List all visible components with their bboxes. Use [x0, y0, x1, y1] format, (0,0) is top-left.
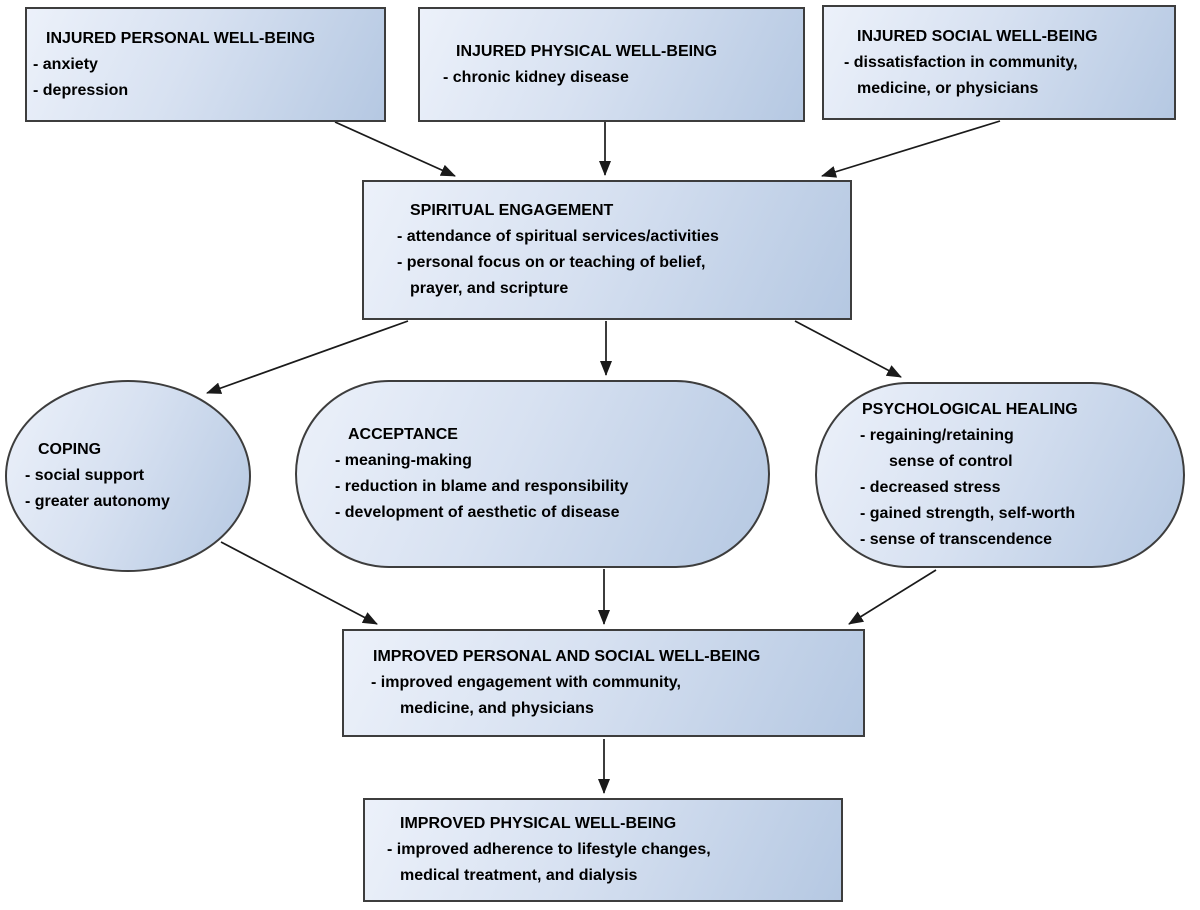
coping-bullet-2: - greater autonomy — [25, 493, 170, 510]
node-coping: COPING - social support - greater autonomy — [5, 380, 251, 572]
node-improved-physical-well-being: IMPROVED PHYSICAL WELL-BEING - improved a… — [363, 798, 843, 902]
acceptance-bullet-3: - development of aesthetic of disease — [335, 504, 620, 521]
spiritual-engagement-cont-3: prayer, and scripture — [410, 280, 569, 297]
improved-physical-cont-2: medical treatment, and dialysis — [400, 867, 638, 884]
psychological-healing-bullet-5: - sense of transcendence — [860, 531, 1053, 548]
injured-social-bullet-1: - dissatisfaction in community, — [844, 53, 1078, 71]
injured-personal-bullet-2: - depression — [33, 81, 129, 99]
injured-physical-bullet-1: - chronic kidney disease — [443, 68, 629, 86]
injured-physical-title-0: INJURED PHYSICAL WELL-BEING — [456, 42, 718, 60]
node-acceptance: ACCEPTANCE - meaning-making - reduction in… — [295, 380, 770, 568]
node-injured-physical-well-being: INJURED PHYSICAL WELL-BEING - chronic kid… — [418, 7, 805, 122]
node-psychological-healing: PSYCHOLOGICAL HEALING - regaining/retaini… — [815, 382, 1185, 568]
arrow-psychological-healing-to-improved-personal-social — [848, 569, 937, 625]
spiritual-engagement-bullet-1: - attendance of spiritual services/activ… — [397, 228, 719, 245]
node-spiritual-engagement: SPIRITUAL ENGAGEMENT - attendance of spir… — [362, 180, 852, 320]
arrow-injured-personal-to-spiritual-engagement — [334, 121, 456, 177]
coping-bullet-1: - social support — [25, 467, 145, 484]
arrow-spiritual-engagement-to-psychological-healing — [794, 320, 902, 378]
improved-physical-bullet-1: - improved adherence to lifestyle change… — [387, 841, 711, 858]
psychological-healing-cont-2: sense of control — [889, 453, 1013, 470]
acceptance-bullet-2: - reduction in blame and responsibility — [335, 478, 629, 495]
psychological-healing-bullet-4: - gained strength, self-worth — [860, 505, 1076, 522]
spiritual-engagement-title-0: SPIRITUAL ENGAGEMENT — [410, 202, 614, 219]
injured-personal-title-0: INJURED PERSONAL WELL-BEING — [46, 29, 316, 47]
improved-personal-social-title-0: IMPROVED PERSONAL AND SOCIAL WELL-BEING — [373, 648, 761, 665]
improved-personal-social-cont-2: medicine, and physicians — [400, 700, 594, 717]
node-injured-personal-well-being: INJURED PERSONAL WELL-BEING - anxiety - de… — [25, 7, 386, 122]
psychological-healing-bullet-3: - decreased stress — [860, 479, 1001, 496]
injured-social-title-0: INJURED SOCIAL WELL-BEING — [857, 27, 1098, 45]
coping-title-0: COPING — [38, 441, 102, 458]
acceptance-title-0: ACCEPTANCE — [348, 426, 458, 443]
spiritual-engagement-bullet-2: - personal focus on or teaching of belie… — [397, 254, 706, 271]
injured-social-cont-2: medicine, or physicians — [857, 79, 1039, 97]
injured-personal-bullet-1: - anxiety — [33, 55, 98, 73]
improved-personal-social-bullet-1: - improved engagement with community, — [371, 674, 681, 691]
psychological-healing-title-0: PSYCHOLOGICAL HEALING — [862, 401, 1078, 418]
arrow-injured-social-to-spiritual-engagement — [821, 120, 1001, 178]
improved-physical-title-0: IMPROVED PHYSICAL WELL-BEING — [400, 815, 677, 832]
node-improved-personal-and-social-well-being: IMPROVED PERSONAL AND SOCIAL WELL-BEING -… — [342, 629, 865, 737]
acceptance-bullet-1: - meaning-making — [335, 452, 472, 469]
node-injured-social-well-being: INJURED SOCIAL WELL-BEING - dissatisfacti… — [822, 5, 1176, 120]
psychological-healing-bullet-1: - regaining/retaining — [860, 427, 1014, 444]
